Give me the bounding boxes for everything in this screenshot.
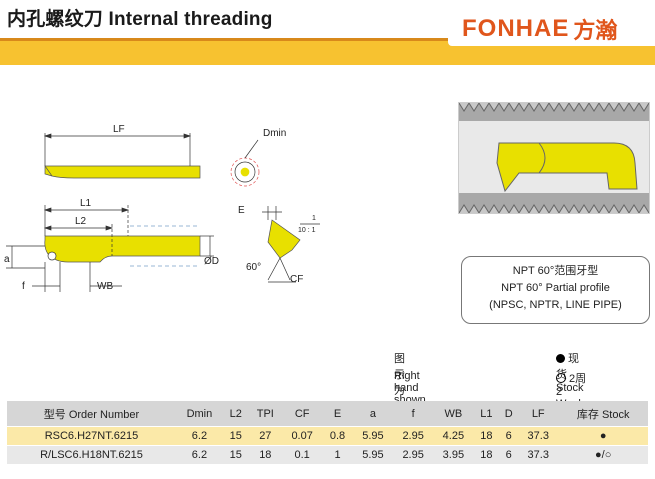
cell-a: 5.95 (352, 426, 394, 446)
cell-d: 6 (499, 426, 519, 446)
col-wb: WB (433, 401, 474, 427)
label-angle: 60° (246, 262, 261, 273)
cell-f: 2.95 (393, 426, 434, 446)
logo-background (448, 10, 655, 46)
col-dmin: Dmin (175, 401, 223, 427)
col-lf: LF (518, 401, 559, 427)
cell-lf: 37.3 (518, 426, 559, 446)
cell-lf: 37.3 (518, 445, 559, 465)
cell-stock: ● (558, 426, 648, 446)
thread-insert-detail (267, 219, 301, 259)
logo-text-en: FONHAE (462, 15, 570, 42)
tool-top-view (44, 165, 201, 179)
cell-e: 0.8 (322, 426, 353, 446)
col-l2: L2 (222, 401, 249, 427)
cell-order-number: RSC6.H27NT.6215 (7, 426, 176, 446)
label-l1: L1 (80, 198, 92, 209)
profile-info-box: NPT 60°范围牙型 NPT 60° Partial profile (NPS… (461, 256, 650, 324)
profile-line-cn: NPT 60°范围牙型 (512, 265, 599, 277)
label-cf: CF (290, 274, 303, 285)
filled-dot-icon (556, 354, 565, 363)
cell-f: 2.95 (393, 445, 434, 465)
thread-photo-graphic (459, 103, 649, 213)
label-d: ØD (204, 256, 219, 267)
cell-wb: 3.95 (433, 445, 474, 465)
empty-circle-icon (556, 373, 566, 383)
col-d: D (499, 401, 519, 427)
table-header-row: 型号 Order Number Dmin L2 TPI CF E a f WB … (7, 401, 648, 427)
col-f: f (393, 401, 434, 427)
profile-line-types: (NPSC, NPTR, LINE PIPE) (489, 299, 622, 311)
label-scale-den: 10 : 1 (298, 227, 316, 234)
cell-dmin: 6.2 (175, 445, 223, 465)
col-stock: 库存 Stock (558, 401, 648, 427)
cell-l1: 18 (473, 445, 500, 465)
cell-l2: 15 (222, 426, 249, 446)
cell-d: 6 (499, 445, 519, 465)
label-wb: WB (97, 281, 113, 292)
logo-text-cn: 方瀚 (573, 18, 618, 43)
header-line (0, 38, 655, 41)
table-row: R/LSC6.H18NT.6215 6.2 15 18 0.1 1 5.95 2… (7, 445, 648, 465)
cell-e: 1 (322, 445, 353, 465)
col-l1: L1 (473, 401, 500, 427)
label-e: E (238, 205, 245, 216)
label-a: a (4, 254, 10, 265)
cell-tpi: 18 (248, 445, 283, 465)
label-l2: L2 (75, 216, 87, 227)
cell-tpi: 27 (248, 426, 283, 446)
cell-l1: 18 (473, 426, 500, 446)
col-cf: CF (282, 401, 323, 427)
dmin-circle (234, 161, 256, 183)
label-scale-num: 1 (312, 215, 316, 222)
label-dmin: Dmin (263, 128, 286, 139)
spec-table: 型号 Order Number Dmin L2 TPI CF E a f WB … (7, 401, 648, 465)
brand-logo: FONHAE 方瀚 (462, 14, 617, 44)
technical-drawing: LF Dmin L1 L2 a ØD f WB E 60° CF 1 10 : … (4, 124, 320, 292)
label-f: f (22, 281, 25, 292)
col-a: a (352, 401, 394, 427)
col-e: E (322, 401, 353, 427)
tool-side-view (44, 235, 201, 263)
cell-dmin: 6.2 (175, 426, 223, 446)
profile-line-en: NPT 60° Partial profile (501, 282, 610, 294)
thread-photo (458, 102, 650, 214)
cell-order-number: R/LSC6.H18NT.6215 (7, 445, 176, 465)
cell-l2: 15 (222, 445, 249, 465)
col-tpi: TPI (248, 401, 283, 427)
page-title: 内孔螺纹刀 Internal threading (7, 9, 273, 30)
cell-cf: 0.07 (282, 426, 323, 446)
table-row: RSC6.H27NT.6215 6.2 15 27 0.07 0.8 5.95 … (7, 426, 648, 446)
cell-stock: ●/○ (558, 445, 648, 465)
label-lf: LF (113, 124, 125, 135)
cell-a: 5.95 (352, 445, 394, 465)
col-order-number: 型号 Order Number (7, 401, 176, 427)
cell-wb: 4.25 (433, 426, 474, 446)
cell-cf: 0.1 (282, 445, 323, 465)
